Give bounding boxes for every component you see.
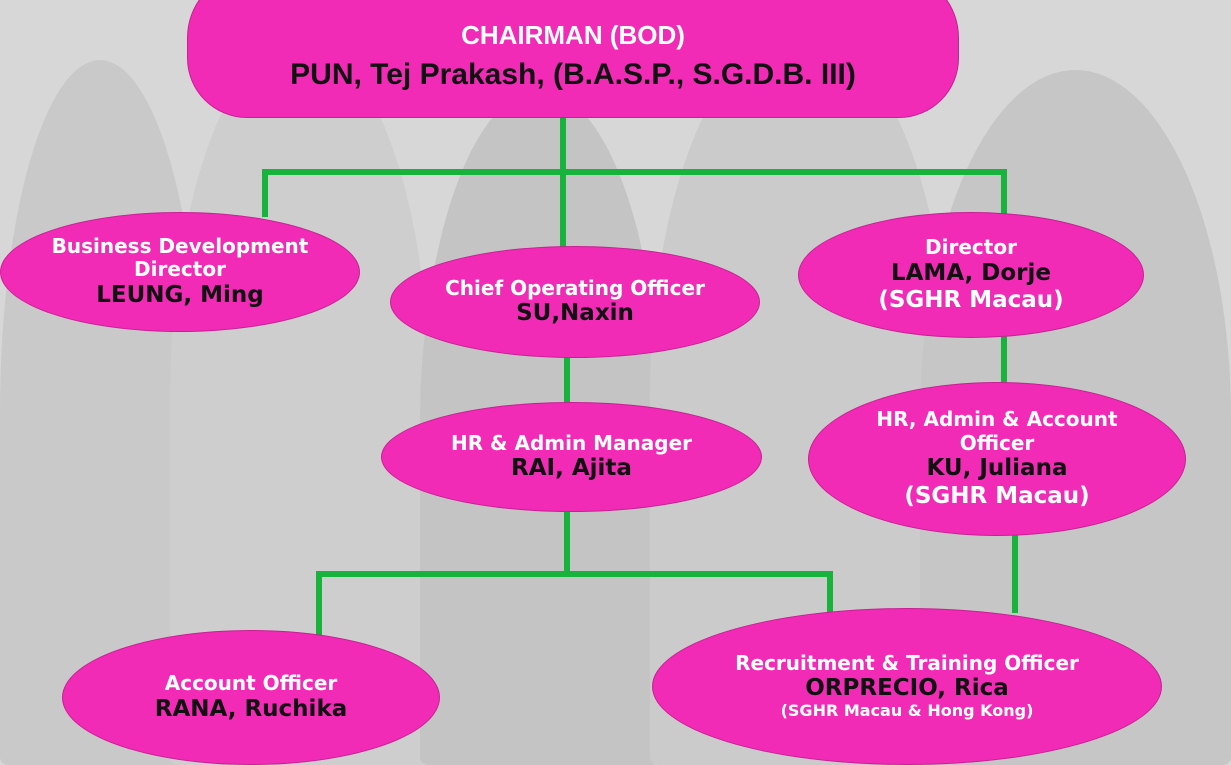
recruitment-name: ORPRECIO, Rica (805, 675, 1009, 702)
hr-officer-title-line2: Officer (959, 430, 1035, 455)
bizdev-title-line1: Business Development (51, 233, 309, 258)
hr-officer-title-line1: HR, Admin & Account (876, 407, 1118, 432)
chairman-node: CHAIRMAN (BOD) PUN, Tej Prakash, (B.A.S.… (187, 0, 959, 118)
business-development-node: Business Development Director LEUNG, Min… (0, 212, 360, 332)
hr-admin-manager-node: HR & Admin Manager RAI, Ajita (381, 402, 762, 512)
hr-officer-location: (SGHR Macau) (904, 482, 1090, 509)
account-officer-node: Account Officer RANA, Ruchika (62, 630, 440, 765)
director-node: Director LAMA, Dorje (SGHR Macau) (798, 212, 1144, 338)
hr-officer-name: KU, Juliana (926, 455, 1068, 482)
hr-manager-name: RAI, Ajita (511, 455, 632, 482)
chairman-title: CHAIRMAN (BOD) (461, 19, 685, 50)
bizdev-name: LEUNG, Ming (96, 282, 264, 309)
hr-manager-title: HR & Admin Manager (450, 430, 693, 455)
account-officer-title: Account Officer (164, 671, 338, 696)
recruitment-location: (SGHR Macau & Hong Kong) (780, 701, 1034, 721)
recruitment-officer-node: Recruitment & Training Officer ORPRECIO,… (652, 608, 1162, 765)
director-title: Director (925, 235, 1017, 260)
chairman-name: PUN, Tej Prakash, (B.A.S.P., S.G.D.B. II… (290, 57, 856, 91)
coo-node: Chief Operating Officer SU,Naxin (390, 246, 760, 358)
coo-name: SU,Naxin (516, 300, 634, 327)
coo-title: Chief Operating Officer (445, 275, 705, 300)
recruitment-title: Recruitment & Training Officer (735, 650, 1079, 675)
director-name: LAMA, Dorje (890, 259, 1052, 286)
bizdev-title-line2: Director (134, 257, 226, 282)
hr-admin-account-officer-node: HR, Admin & Account Officer KU, Juliana … (808, 382, 1186, 536)
director-location: (SGHR Macau) (878, 286, 1064, 313)
account-officer-name: RANA, Ruchika (154, 695, 348, 722)
